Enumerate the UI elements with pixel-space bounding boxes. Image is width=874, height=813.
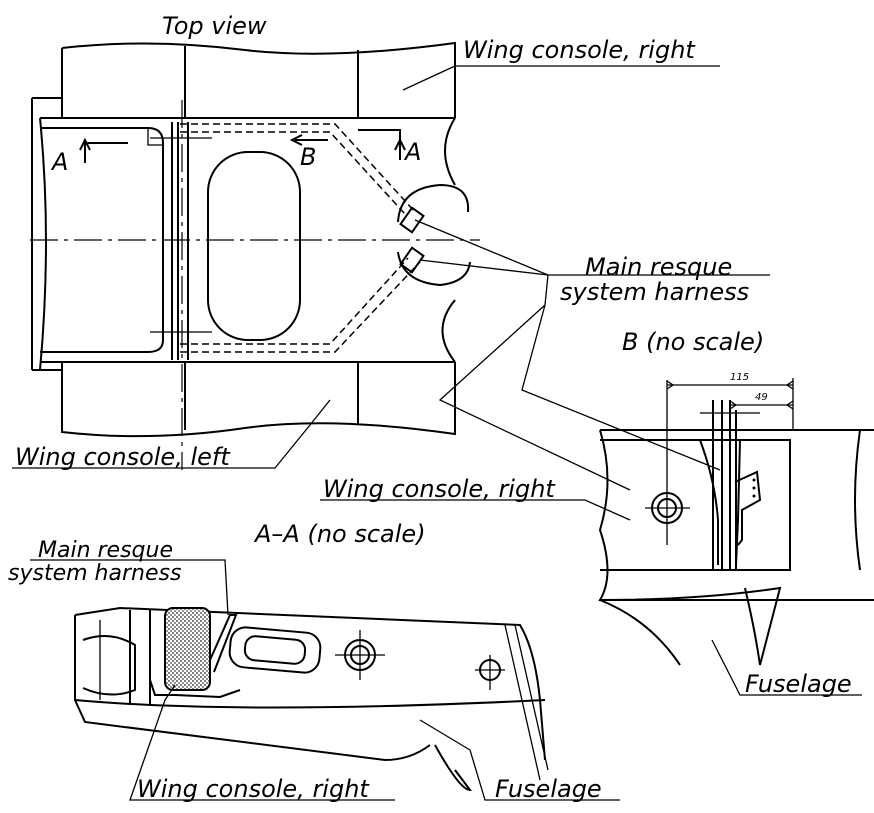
fuselage-b-label: Fuselage bbox=[745, 670, 852, 698]
fuselage-aa-label: Fuselage bbox=[495, 775, 602, 803]
section-a-right-label: A bbox=[403, 138, 421, 166]
labels: Top view Wing console, right A B A Main … bbox=[8, 12, 852, 803]
section-b-label: B bbox=[300, 143, 316, 171]
top-view-drawing bbox=[30, 41, 480, 470]
main-harness-label-line1: Main resque bbox=[585, 253, 732, 281]
dimension-115: 115 bbox=[730, 372, 749, 383]
section-a-left-label: A bbox=[50, 148, 68, 176]
wing-console-right-top-label: Wing console, right bbox=[463, 36, 696, 64]
wing-console-right-b-label: Wing console, right bbox=[323, 475, 556, 503]
aa-harness-label-line1: Main resque bbox=[38, 538, 173, 563]
wing-console-left-label: Wing console, left bbox=[15, 443, 231, 471]
view-b-title: B (no scale) bbox=[622, 328, 764, 356]
view-b-drawing bbox=[598, 378, 874, 666]
wing-console-right-aa-label: Wing console, right bbox=[137, 775, 370, 803]
main-harness-label-line2: system harness bbox=[560, 278, 749, 306]
top-view-title: Top view bbox=[162, 12, 267, 40]
section-aa-title: A–A (no scale) bbox=[253, 520, 426, 548]
dimension-49: 49 bbox=[755, 392, 768, 403]
aa-harness-label-line2: system harness bbox=[8, 561, 181, 586]
section-aa-drawing bbox=[74, 606, 549, 792]
